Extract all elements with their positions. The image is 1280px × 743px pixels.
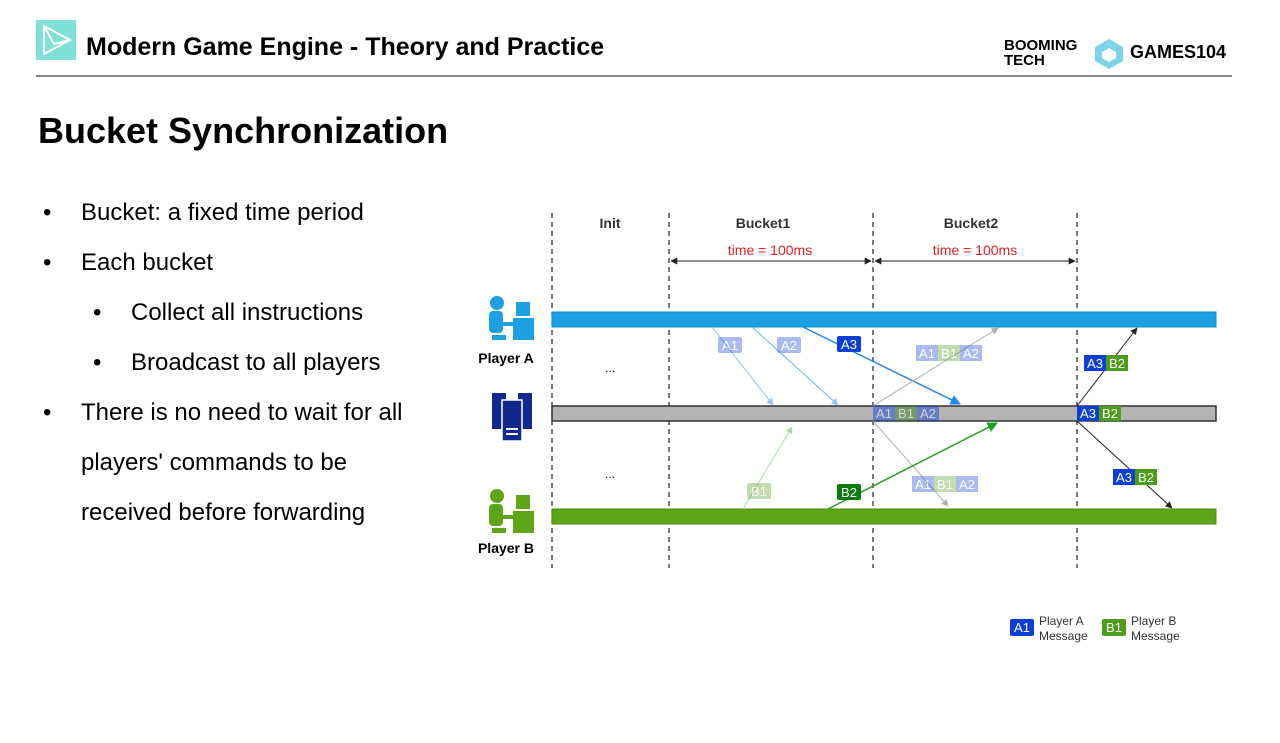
- column-label-bucket1: Bucket1: [736, 215, 791, 231]
- legend-text-a: Player A: [1039, 614, 1084, 628]
- svg-text:A3: A3: [841, 337, 857, 352]
- bundle-a3b2-server: A3 B2: [1077, 406, 1121, 421]
- sub-bullet-item: •Broadcast to all players: [93, 349, 381, 376]
- msg-tag-b2: [837, 484, 861, 500]
- svg-text:B2: B2: [1138, 470, 1154, 485]
- player-a-icon: [489, 296, 534, 340]
- games104-logo: GAMES104: [1130, 42, 1227, 62]
- player-a-timeline: [551, 311, 1217, 328]
- slide-title: Bucket Synchronization: [38, 110, 449, 151]
- svg-text:B1: B1: [1106, 620, 1122, 635]
- msg-tag-a2: [777, 337, 801, 353]
- svg-text:A3: A3: [1080, 406, 1096, 421]
- header-divider: [36, 75, 1232, 77]
- svg-text:A1: A1: [722, 338, 738, 353]
- ellipsis: ...: [605, 361, 615, 375]
- column-label-bucket2: Bucket2: [944, 215, 999, 231]
- arrow-broadcast2-down: [1076, 420, 1173, 509]
- games104-cube-icon: [1094, 38, 1124, 70]
- course-logo: [36, 20, 76, 60]
- arrow-broadcast-up: [872, 327, 999, 407]
- svg-text:A2: A2: [781, 338, 797, 353]
- bundle-a3b2-down: A3 B2: [1113, 469, 1157, 485]
- arrow-a2: [751, 326, 839, 406]
- server-icon: [492, 393, 532, 442]
- header-title: Modern Game Engine - Theory and Practice: [86, 33, 605, 61]
- bullet-continuation: received before forwarding: [81, 499, 366, 526]
- svg-text:A1: A1: [919, 346, 935, 361]
- legend-text-b: Message: [1131, 629, 1180, 643]
- column-label-init: Init: [600, 215, 621, 231]
- svg-text:B2: B2: [1102, 406, 1118, 421]
- svg-text:B2: B2: [1109, 356, 1125, 371]
- legend-tag-a: [1010, 619, 1034, 636]
- bundle-a1b1a2-down: A1 B1 A2: [912, 476, 978, 492]
- bundle-a3b2-up: A3 B2: [1084, 355, 1128, 371]
- svg-text:B1: B1: [941, 346, 957, 361]
- svg-text:B1: B1: [751, 484, 767, 499]
- legend-text-b: Player B: [1131, 614, 1176, 628]
- player-a-label: Player A: [478, 350, 534, 366]
- svg-text:A1: A1: [1014, 620, 1030, 635]
- svg-text:A2: A2: [963, 346, 979, 361]
- svg-text:A3: A3: [1087, 356, 1103, 371]
- arrow-b1: [742, 426, 793, 510]
- ellipsis: ...: [605, 467, 615, 481]
- bullet-item: •There is no need to wait for all: [43, 399, 403, 426]
- svg-text:A3: A3: [1116, 470, 1132, 485]
- player-b-icon: [489, 489, 534, 533]
- bundle-a1b1a2-up: A1 B1 A2: [916, 345, 982, 361]
- legend: A1 Player A Message B1 Player B Message: [1010, 614, 1180, 643]
- player-b-timeline: [551, 508, 1217, 525]
- msg-tag-a1: [718, 337, 742, 353]
- duration-label: time = 100ms: [933, 242, 1017, 258]
- svg-text:B1: B1: [898, 406, 914, 421]
- arrow-a3: [802, 326, 961, 405]
- legend-tag-b: [1102, 619, 1126, 636]
- bullet-item: •Bucket: a fixed time period: [43, 199, 364, 226]
- msg-tag-a3: [837, 336, 861, 352]
- duration-label: time = 100ms: [728, 242, 812, 258]
- booming-tech-logo: BOOMING TECH: [1004, 37, 1078, 69]
- bullet-continuation: players' commands to be: [81, 449, 348, 476]
- sub-bullet-item: •Collect all instructions: [93, 299, 364, 326]
- svg-text:A1: A1: [876, 406, 892, 421]
- legend-text-a: Message: [1039, 629, 1088, 643]
- bullet-item: •Each bucket: [43, 249, 214, 276]
- arrow-broadcast-down: [872, 420, 949, 507]
- svg-text:A2: A2: [920, 406, 936, 421]
- svg-text:B2: B2: [841, 485, 857, 500]
- arrow-a1: [711, 326, 774, 406]
- server-timeline: [551, 405, 1217, 422]
- bundle-a1b1a2-server: A1 B1 A2: [873, 406, 939, 421]
- svg-text:A1: A1: [915, 477, 931, 492]
- svg-text:B1: B1: [937, 477, 953, 492]
- player-b-label: Player B: [478, 540, 534, 556]
- msg-tag-b1: [747, 483, 771, 499]
- svg-text:A2: A2: [959, 477, 975, 492]
